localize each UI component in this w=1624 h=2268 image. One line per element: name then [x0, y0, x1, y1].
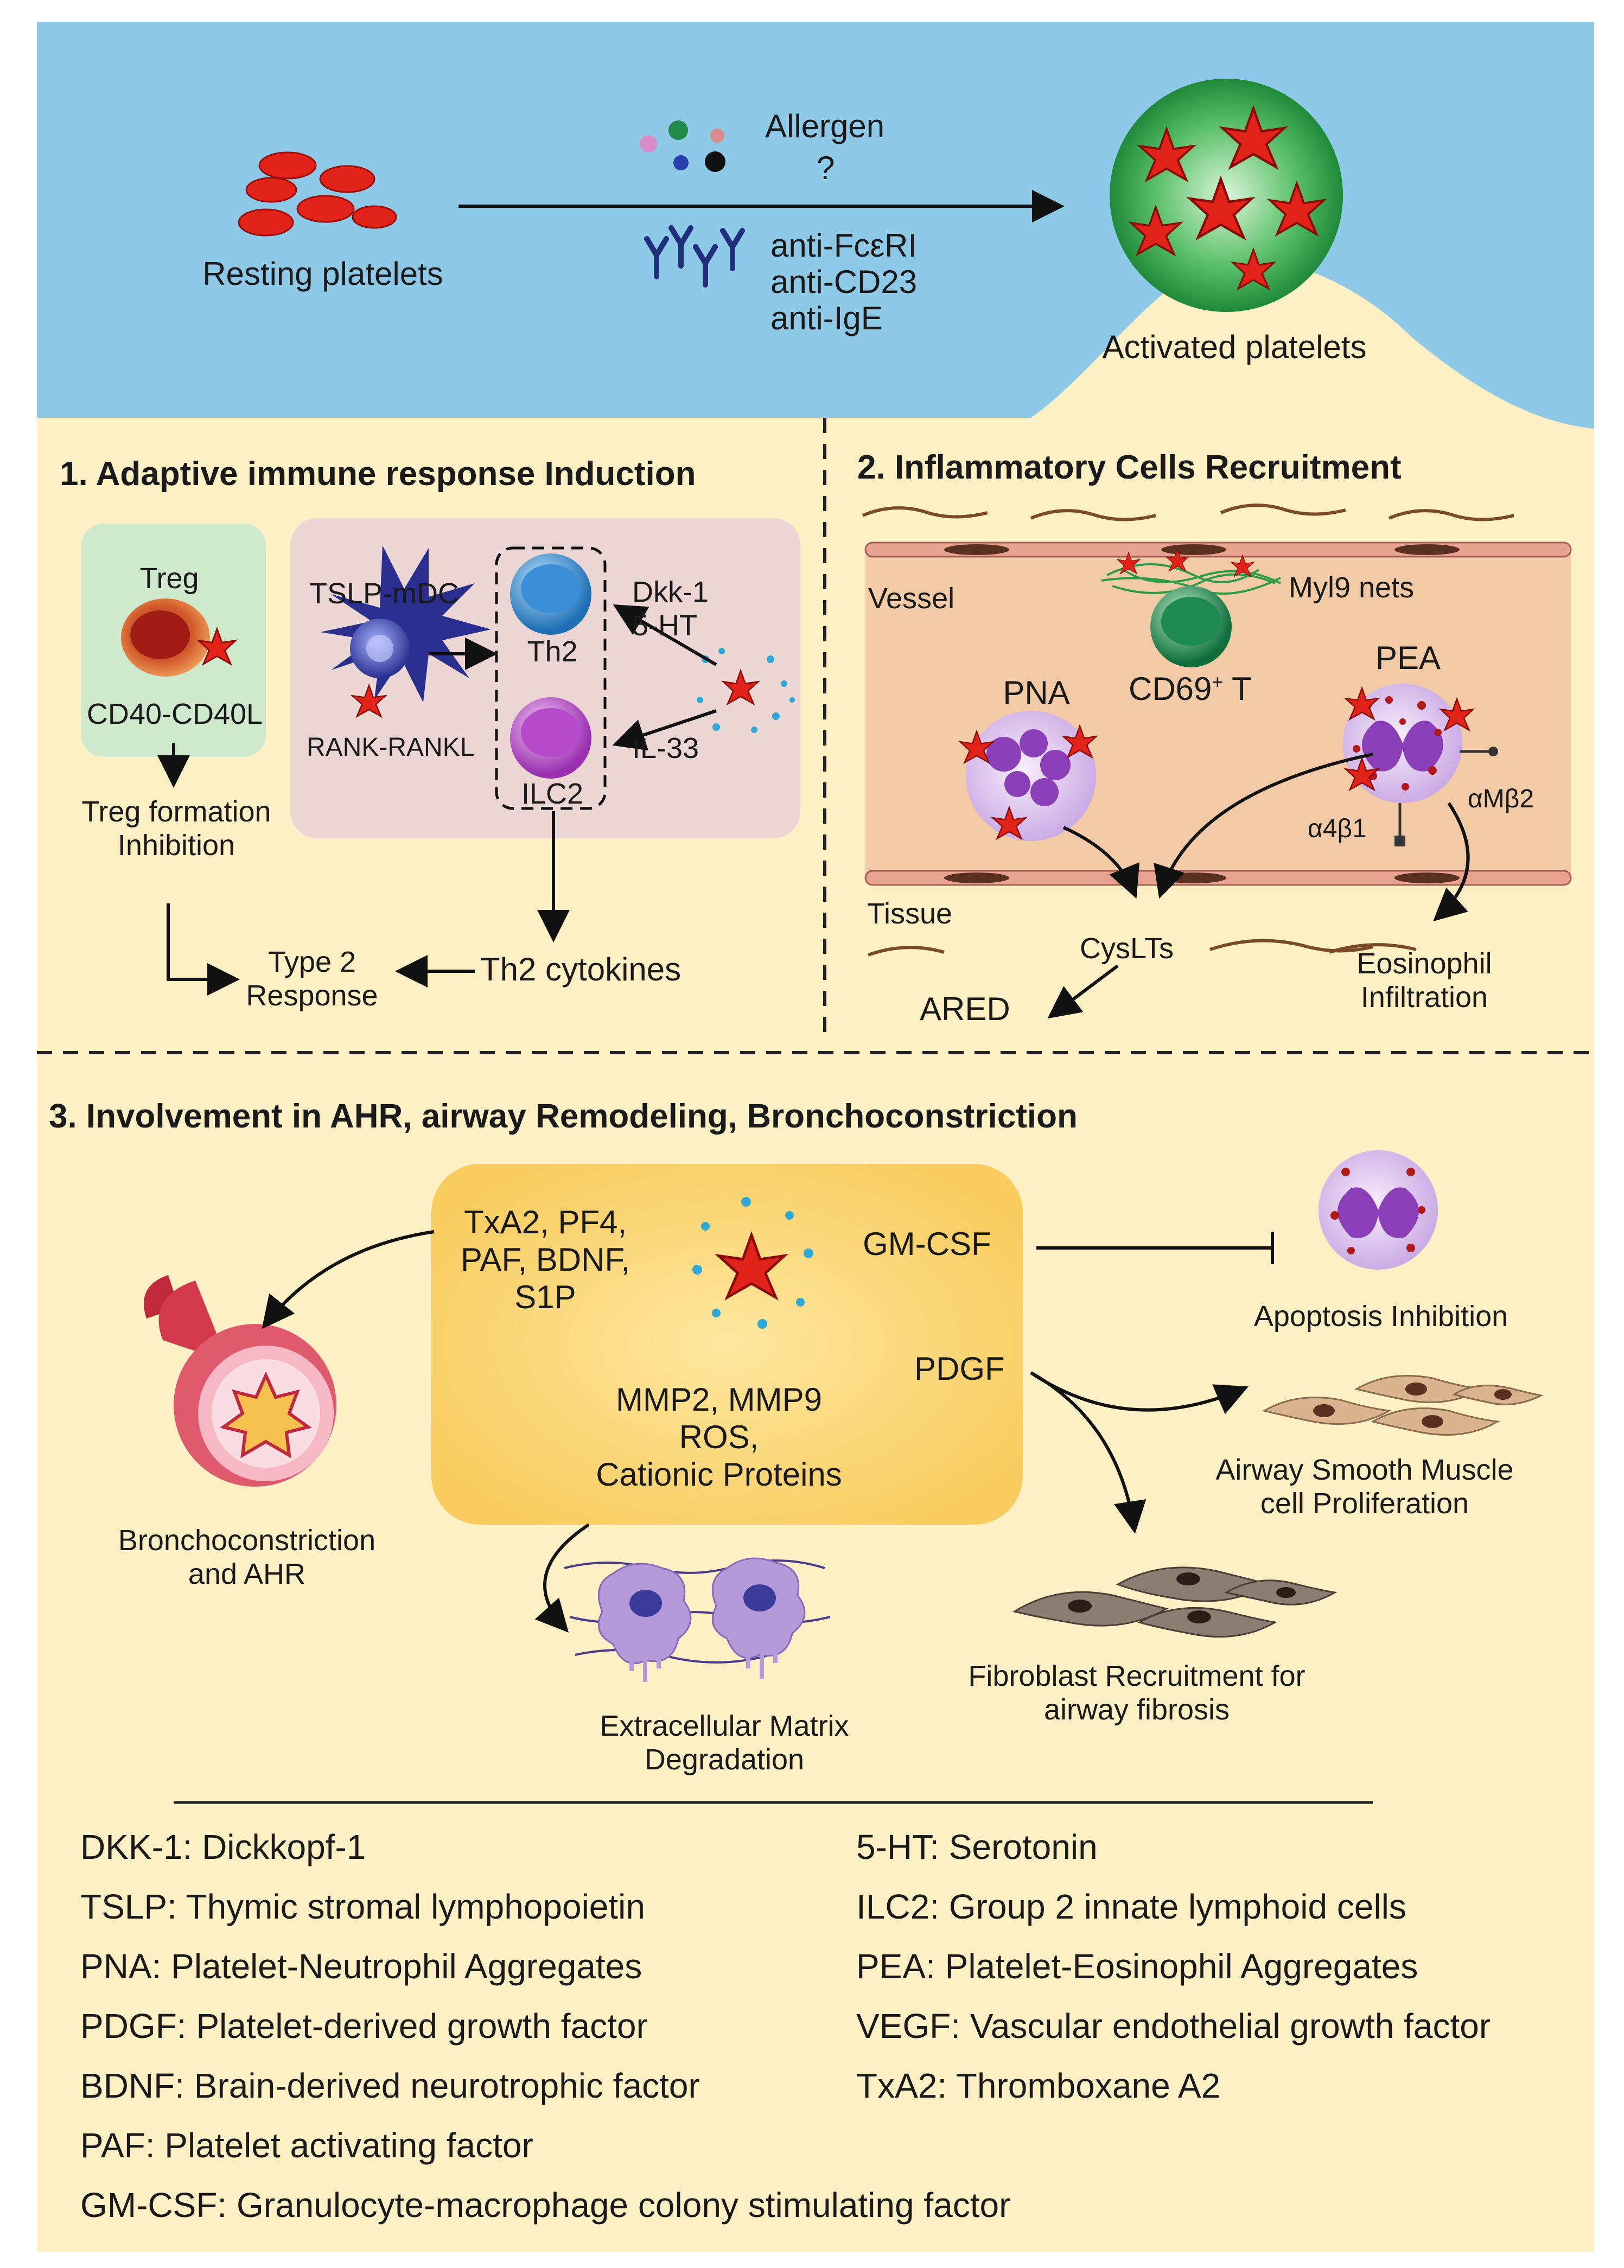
pea-cell-icon [1343, 684, 1498, 846]
bronchus-icon [144, 1275, 336, 1487]
eosinophil-infiltration-label: Eosinophil Infiltration [1356, 947, 1492, 1014]
ilc2-cell-icon [510, 697, 591, 779]
ared-label: ARED [920, 991, 1010, 1027]
ilc2-label: ILC2 [521, 778, 584, 810]
glossary-item: PNA: Platelet-Neutrophil Aggregates [80, 1947, 642, 1986]
amb2-label: αMβ2 [1468, 785, 1534, 813]
section3-title: 3. Involvement in AHR, airway Remodeling… [49, 1098, 1078, 1135]
th2-ilc2-dashed-box [495, 546, 607, 810]
glossary-item: 5-HT: Serotonin [856, 1827, 1098, 1866]
fibroblast-label: Fibroblast Recruitment for airway fibros… [968, 1660, 1305, 1727]
allergen-dots-icon [640, 120, 725, 172]
resting-platelets-icon [238, 151, 397, 237]
tslp-mdc-label: TSLP-mDC [309, 577, 460, 610]
section2-arrows [1047, 753, 1470, 1019]
section3-arrows [262, 1230, 1274, 1633]
glossary-item: TxA2: Thromboxane A2 [856, 2066, 1221, 2105]
apoptosis-inhibition-label: Apoptosis Inhibition [1253, 1300, 1508, 1333]
th2-cytokines-label: Th2 cytokines [480, 951, 682, 988]
glossary-item: PEA: Platelet-Eosinophil Aggregates [856, 1947, 1418, 1986]
glossary-item: TSLP: Thymic stromal lymphopoietin [80, 1887, 645, 1926]
mediator-box [431, 1164, 1023, 1525]
th2-label: Th2 [527, 635, 578, 668]
cd69-t-label: CD69+ T [1129, 671, 1252, 707]
treg-formation-label: Treg formation Inhibition [81, 795, 271, 862]
mediators-top-label: TxA2, PF4, PAF, BDNF, S1P [460, 1204, 631, 1315]
cd40-label: CD40-CD40L [86, 698, 263, 730]
treg-cell-icon [121, 598, 237, 677]
il33-label: IL-33 [632, 732, 699, 765]
pna-label: PNA [1003, 674, 1070, 711]
vessel-label: Vessel [868, 582, 955, 615]
glossary-item: PAF: Platelet activating factor [80, 2126, 533, 2165]
smooth-muscle-label: Airway Smooth Muscle cell Proliferation [1215, 1454, 1514, 1520]
allergen-label: Allergen [765, 108, 885, 144]
tissue-label: Tissue [867, 897, 953, 930]
glossary-item: GM-CSF: Granulocyte-macrophage colony st… [80, 2186, 1011, 2225]
cyslts-label: CysLTs [1080, 932, 1174, 965]
pdgf-label: PDGF [914, 1350, 1005, 1387]
platelet-release-icon [692, 1197, 813, 1329]
rank-rankl-label: RANK-RANKL [307, 733, 475, 762]
glossary-item: PDGF: Platelet-derived growth factor [80, 2006, 648, 2046]
th2-cell-icon [510, 553, 591, 635]
myl9-nets-label: Myl9 nets [1289, 571, 1415, 604]
section1-title: 1. Adaptive immune response Induction [60, 455, 696, 493]
apoptosis-cell-icon [1319, 1150, 1438, 1270]
mediators-bottom-label: MMP2, MMP9 ROS, Cationic Proteins [596, 1381, 842, 1493]
treg-label: Treg [139, 562, 199, 595]
ecm-degradation-label: Extracellular Matrix Degradation [600, 1710, 849, 1776]
glossary-item: ILC2: Group 2 innate lymphoid cells [856, 1887, 1406, 1926]
glossary-item: DKK-1: Dickkopf-1 [80, 1827, 366, 1866]
pna-cell-icon [959, 711, 1097, 841]
smooth-muscle-cells-icon [1262, 1375, 1544, 1436]
dkk1-5ht-label: Dkk-1 5-HT [632, 576, 709, 642]
cd69-t-cell-icon [1150, 586, 1232, 667]
ecm-degradation-icon [564, 1557, 831, 1682]
tslp-mdc-cell-icon [320, 545, 491, 717]
a4b1-label: α4β1 [1308, 814, 1367, 843]
section1-arrows [157, 604, 717, 996]
bronchoconstriction-label: Bronchoconstriction and AHR [118, 1524, 376, 1591]
section2-title: 2. Inflammatory Cells Recruitment [857, 449, 1402, 486]
fibroblast-icon [1012, 1566, 1338, 1638]
anti-cd23-label: anti-CD23 [770, 264, 918, 300]
antibody-icon [644, 225, 745, 288]
anti-ige-label: anti-IgE [770, 300, 883, 336]
pea-label: PEA [1375, 640, 1441, 676]
glossary-item: VEGF: Vascular endothelial growth factor [856, 2006, 1491, 2046]
anti-fceri-label: anti-FcεRI [770, 227, 918, 264]
resting-platelets-label: Resting platelets [202, 256, 443, 292]
question-mark: ? [817, 150, 835, 186]
type2-response-label: Type 2 Response [246, 946, 378, 1012]
glossary-item: BDNF: Brain-derived neurotrophic factor [80, 2066, 700, 2105]
gm-csf-label: GM-CSF [863, 1226, 991, 1262]
activated-platelets-label: Activated platelets [1102, 329, 1367, 365]
activated-platelets-icon [1110, 79, 1343, 312]
